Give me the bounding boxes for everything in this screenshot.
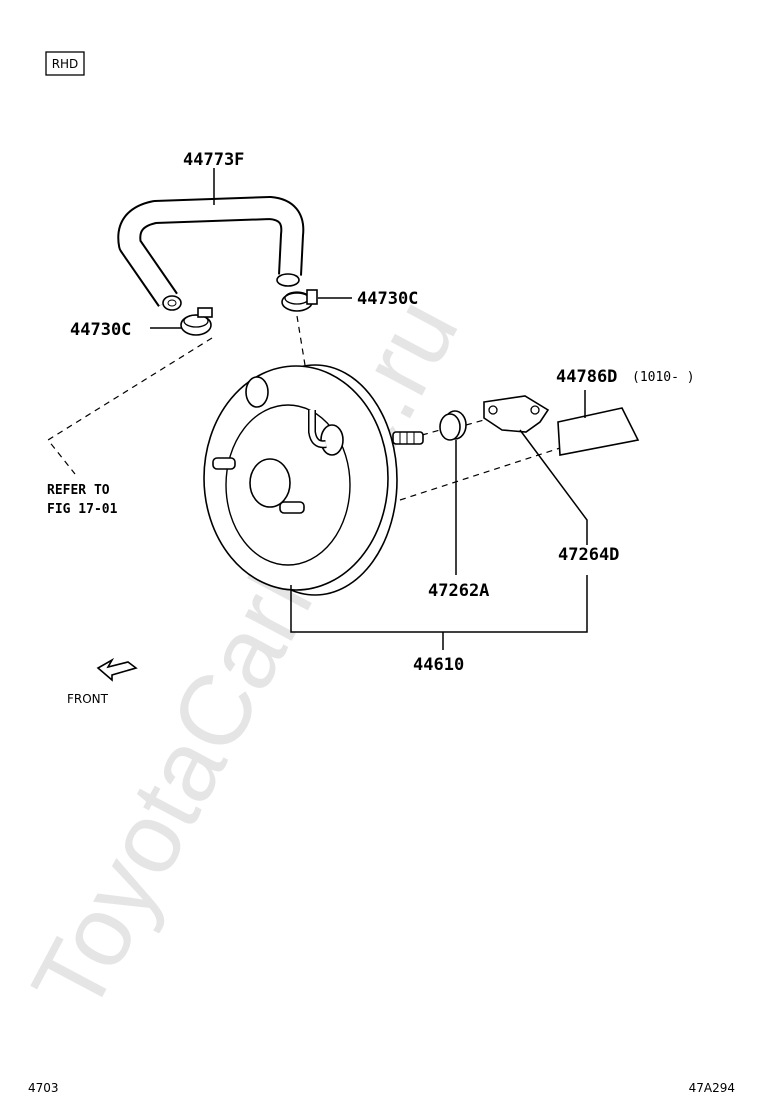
nut-dash-line bbox=[421, 419, 485, 436]
brake-booster bbox=[203, 364, 424, 596]
clevis bbox=[483, 395, 550, 433]
label-clamp-right: 44730C bbox=[357, 289, 418, 309]
label-clamp-left: 44730C bbox=[70, 320, 131, 340]
refer-dash-line bbox=[47, 337, 213, 475]
clamp-right bbox=[281, 289, 318, 312]
footer-right: 47A294 bbox=[689, 1081, 735, 1095]
leader-clevis bbox=[519, 429, 588, 545]
label-booster: 44610 bbox=[413, 655, 464, 675]
footer-left: 4703 bbox=[28, 1081, 59, 1095]
clamp-left bbox=[180, 307, 213, 336]
grease-pad bbox=[557, 407, 640, 456]
front-arrow-icon bbox=[96, 657, 138, 682]
label-grease: 44786D bbox=[556, 367, 617, 387]
refer-line-1: REFER TO bbox=[47, 483, 110, 498]
label-nut: 47262A bbox=[428, 581, 489, 601]
axis-dash-line bbox=[399, 434, 601, 501]
assembly-bracket bbox=[290, 575, 588, 633]
label-hose: 44773F bbox=[183, 150, 244, 170]
vacuum-hose bbox=[117, 196, 305, 311]
label-grease-note: (1010- ) bbox=[632, 370, 695, 385]
nut bbox=[439, 410, 467, 441]
label-clevis: 47264D bbox=[558, 545, 619, 565]
rhd-badge-text: RHD bbox=[52, 57, 79, 71]
front-label: FRONT bbox=[67, 692, 109, 706]
refer-line-2: FIG 17-01 bbox=[47, 502, 118, 517]
rhd-badge: RHD bbox=[45, 51, 85, 76]
